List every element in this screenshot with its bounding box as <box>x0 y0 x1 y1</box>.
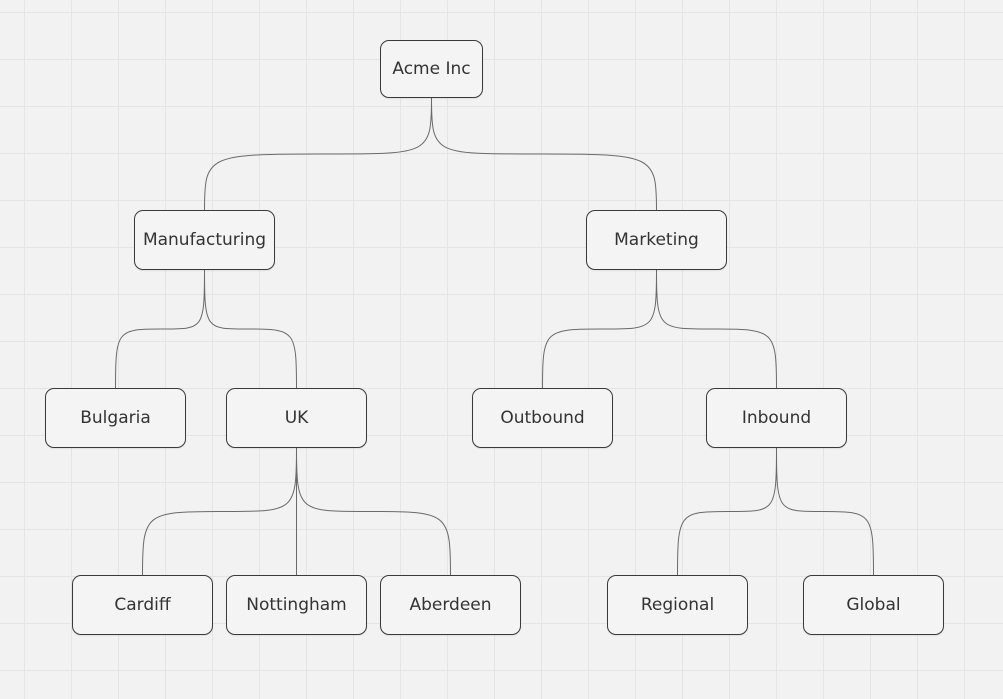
connector-manufacturing-bulgaria <box>115 269 205 389</box>
connector-inbound-global <box>776 447 874 576</box>
node-global[interactable]: Global <box>803 575 944 635</box>
connector-uk-aberdeen <box>296 447 451 576</box>
node-outbound[interactable]: Outbound <box>472 388 613 448</box>
node-acme-inc[interactable]: Acme Inc <box>380 40 483 98</box>
node-uk[interactable]: UK <box>226 388 367 448</box>
node-regional[interactable]: Regional <box>607 575 748 635</box>
node-manufacturing[interactable]: Manufacturing <box>134 210 275 270</box>
node-nottingham[interactable]: Nottingham <box>226 575 367 635</box>
node-aberdeen[interactable]: Aberdeen <box>380 575 521 635</box>
node-marketing[interactable]: Marketing <box>586 210 727 270</box>
connector-marketing-outbound <box>542 269 657 389</box>
node-cardiff[interactable]: Cardiff <box>72 575 213 635</box>
connector-marketing-inbound <box>656 269 777 389</box>
connector-inbound-regional <box>677 447 777 576</box>
connector-acme-marketing <box>431 97 657 211</box>
connector-manufacturing-uk <box>204 269 297 389</box>
connector-uk-cardiff <box>142 447 297 576</box>
node-inbound[interactable]: Inbound <box>706 388 847 448</box>
connector-acme-manufacturing <box>204 97 432 211</box>
node-bulgaria[interactable]: Bulgaria <box>45 388 186 448</box>
